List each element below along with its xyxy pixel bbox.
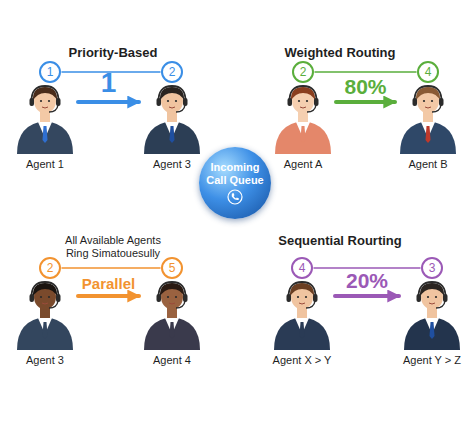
phone-icon (227, 189, 243, 205)
edge-label: 20% (346, 270, 388, 291)
link-line (315, 71, 416, 73)
agent-name: Agent Y > Z (403, 354, 461, 366)
callout-number: 2 (300, 65, 307, 79)
agent-box: Agent 4 (140, 280, 204, 366)
link-line (62, 267, 160, 269)
routing-arrow (335, 294, 399, 298)
callout-number: 4 (425, 65, 432, 79)
section-heading: Sequential Rourting (278, 233, 402, 249)
step-number-circle: 4 (291, 257, 313, 279)
agent-figure (275, 86, 331, 154)
agent-name: Agent 1 (26, 158, 64, 170)
callout-number: 5 (169, 261, 176, 275)
agent-box: Agent 1 (13, 84, 77, 170)
step-number-circle: 3 (421, 257, 443, 279)
routing-arrow (78, 100, 139, 104)
callout-number: 2 (169, 65, 176, 79)
agent-name: Agent 3 (26, 354, 64, 366)
agent-box: Agent X > Y (270, 280, 334, 366)
agent-box: Agent A (271, 84, 335, 170)
phone-handset (232, 193, 239, 200)
agent-box: Agent 3 (140, 84, 204, 170)
agent-name: Agent 3 (153, 158, 191, 170)
agent-name: Agent X > Y (273, 354, 332, 366)
section-heading: Weighted Routing (285, 45, 396, 61)
step-number-circle: 2 (161, 61, 183, 83)
callout-number: 4 (299, 261, 306, 275)
agent-figure (144, 86, 200, 154)
routing-arrow (336, 100, 395, 104)
agent-box: Agent 3 (13, 280, 77, 366)
callout-number: 1 (47, 65, 54, 79)
edge-label: 1 (101, 69, 117, 97)
agent-figure (144, 282, 200, 350)
edge-label: Parallel (82, 276, 135, 291)
agent-figure (274, 282, 330, 350)
queue-title: Incoming Call Queue (203, 161, 267, 186)
phone-ring (228, 190, 242, 204)
agent-name: Agent A (284, 158, 323, 170)
agent-box: Agent B (396, 84, 460, 170)
step-number-circle: 2 (39, 257, 61, 279)
agent-figure (17, 282, 73, 350)
step-number-circle: 5 (161, 257, 183, 279)
edge-label: 80% (344, 76, 386, 97)
step-number-circle: 2 (292, 61, 314, 83)
agent-box: Agent Y > Z (400, 280, 464, 366)
step-number-circle: 4 (417, 61, 439, 83)
agent-figure (400, 86, 456, 154)
step-number-circle: 1 (39, 61, 61, 83)
section-heading: All Available Agents Ring Simatouesully (55, 234, 171, 260)
agent-figure (17, 86, 73, 154)
agent-figure (404, 282, 460, 350)
callout-number: 3 (429, 261, 436, 275)
agent-name: Agent B (408, 158, 447, 170)
link-line (314, 267, 420, 269)
section-heading: Priority-Based (69, 45, 158, 61)
callout-number: 2 (47, 261, 54, 275)
routing-arrow (78, 294, 139, 298)
agent-name: Agent 4 (153, 354, 191, 366)
queue-circle: Incoming Call Queue (199, 147, 271, 219)
